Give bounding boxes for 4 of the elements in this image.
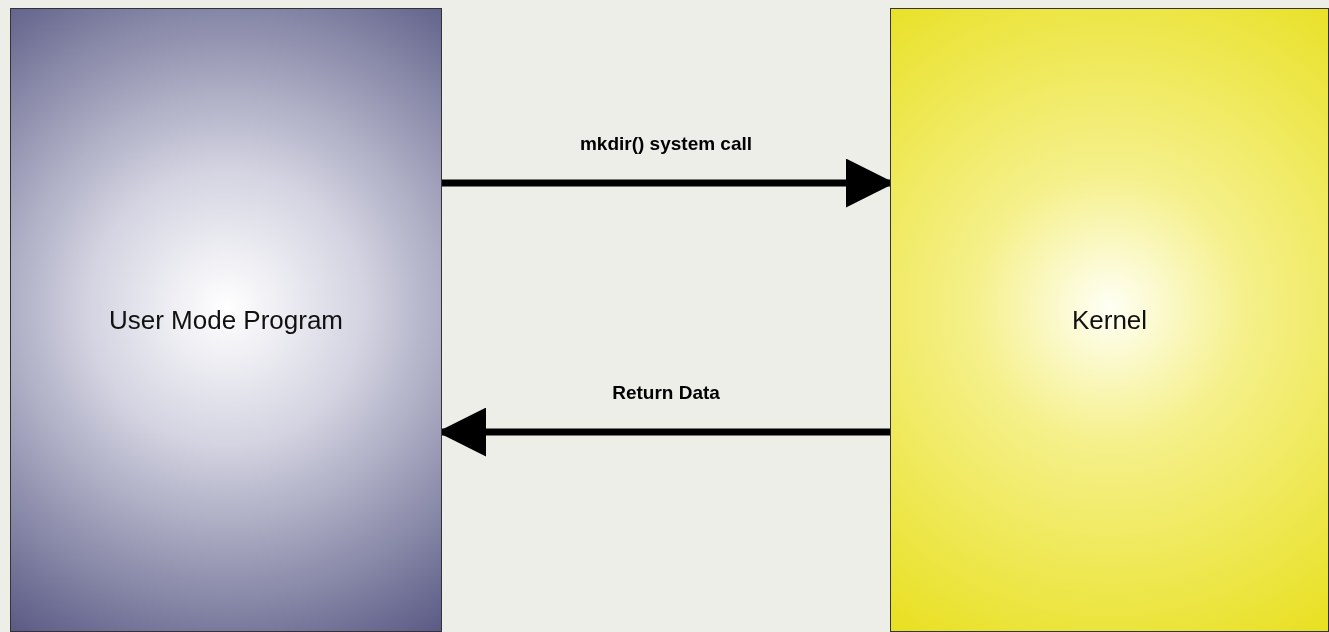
box-label: User Mode Program xyxy=(108,304,344,336)
box-label: Kernel xyxy=(1071,304,1148,336)
process-box xyxy=(890,8,1329,632)
process-box xyxy=(10,8,442,632)
